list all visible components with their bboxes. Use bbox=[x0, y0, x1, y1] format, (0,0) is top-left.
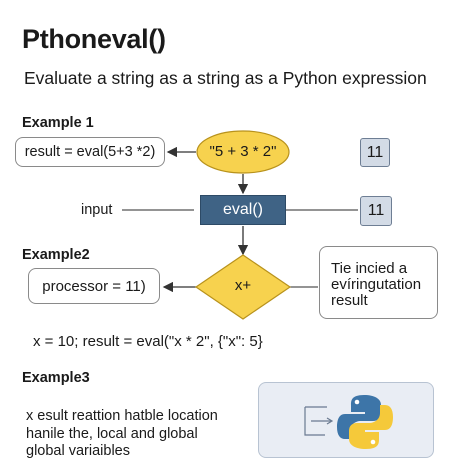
python-panel bbox=[258, 382, 434, 458]
example1-heading: Example 1 bbox=[22, 115, 94, 131]
code-line: x = 10; result = eval("x * 2", {"x": 5} bbox=[33, 333, 263, 350]
output-value-right: 11 bbox=[367, 202, 385, 219]
page-subtitle: Evaluate a string as a string as a Pytho… bbox=[24, 68, 427, 88]
python-panel-art bbox=[304, 395, 393, 449]
expression-label: "5 + 3 * 2" bbox=[209, 143, 277, 160]
processor-label: processor = 11) bbox=[42, 277, 146, 295]
decision-label: x+ bbox=[234, 277, 252, 294]
eval-label: eval() bbox=[222, 201, 263, 218]
arrow-right-icon bbox=[304, 406, 334, 436]
result-box: result = eval(5+3 *2) bbox=[15, 137, 165, 167]
expression-oval bbox=[196, 130, 290, 174]
processor-box: processor = 11) bbox=[28, 268, 160, 304]
example3-heading: Example3 bbox=[22, 370, 90, 386]
input-label: input bbox=[81, 202, 113, 218]
page-title: Pthoneval() bbox=[22, 24, 166, 54]
output-value-top: 11 bbox=[366, 143, 384, 161]
eval-box: eval() bbox=[200, 195, 286, 225]
output-square-top: 11 bbox=[360, 138, 390, 167]
note-box: Tie incied a evíringutation result bbox=[319, 246, 438, 319]
example2-heading: Example2 bbox=[22, 247, 90, 263]
example3-description: x esult reattion hatble location hanile … bbox=[26, 408, 218, 459]
decision-diamond bbox=[194, 254, 292, 320]
python-logo-icon bbox=[337, 395, 393, 449]
note-text: Tie incied a evíringutation result bbox=[331, 260, 422, 309]
output-square-right: 11 bbox=[360, 196, 392, 226]
result-label: result = eval(5+3 *2) bbox=[24, 144, 156, 160]
